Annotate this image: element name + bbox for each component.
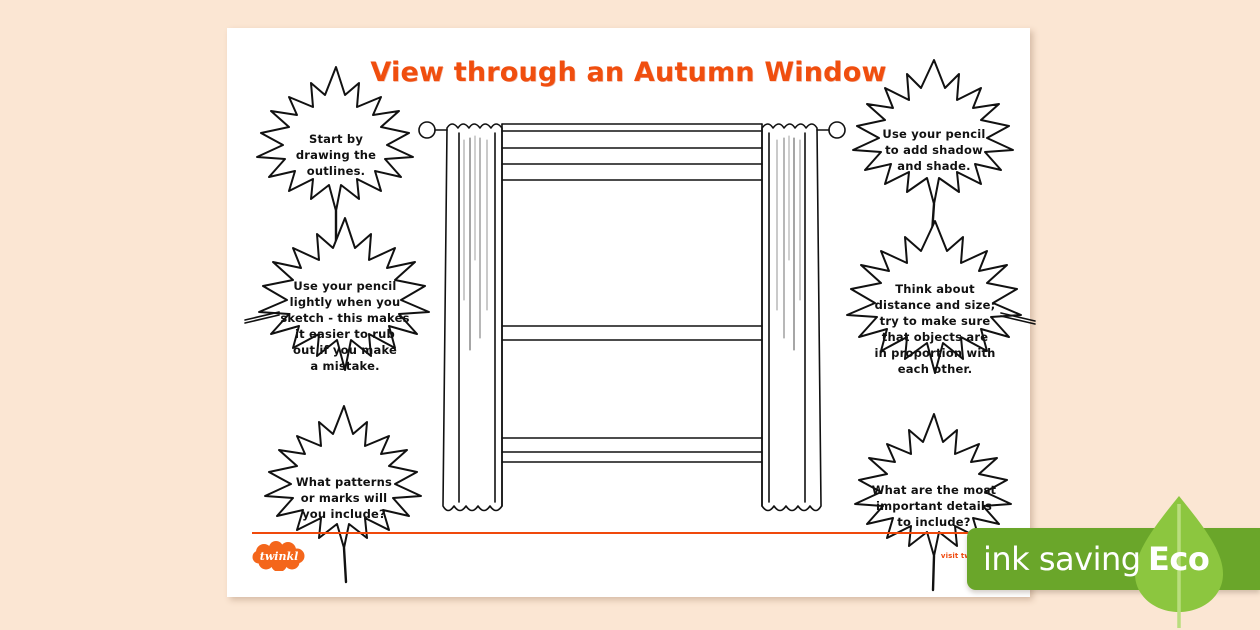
twinkl-logo[interactable]: twinkl: [252, 541, 306, 571]
twinkl-logo-text: twinkl: [260, 550, 299, 563]
leaf-tip-middle-left: Use your pencil lightly when you sketch …: [244, 208, 445, 403]
leaf-tip-top-left: Start by drawing the outlines.: [241, 53, 431, 253]
curtain-rod: [418, 121, 846, 139]
leaf-tip-text: Use your pencil to add shadow and shade.: [882, 127, 986, 173]
eco-label: Eco: [1148, 540, 1210, 578]
worksheet-page: View through an Autumn Window: [227, 28, 1036, 597]
leaf-tip-bottom-right: What are the most important details to i…: [839, 406, 1029, 592]
leaf-tip-text: What patterns or marks will you include?: [295, 475, 393, 521]
leaf-tip-text: Use your pencil lightly when you sketch …: [280, 279, 410, 373]
leaf-tip-bottom-left: What patterns or marks will you include?: [249, 398, 439, 584]
leaf-tip-middle-right: Think about distance and size; try to ma…: [835, 213, 1036, 408]
footer-divider: [252, 532, 1005, 534]
curtain-right: [761, 123, 822, 512]
leaf-tip-text: Start by drawing the outlines.: [295, 132, 377, 178]
leaf-tip-text: What are the most important details to i…: [871, 483, 997, 529]
leaf-tip-text: Think about distance and size; try to ma…: [874, 282, 996, 376]
eco-ink-saving-label: ink saving: [983, 540, 1141, 578]
curtain-left: [442, 123, 503, 512]
window-drawing-artwork: [417, 100, 847, 520]
window-frame: [501, 123, 763, 507]
eco-leaf-icon: [1129, 490, 1229, 630]
page-title: View through an Autumn Window: [370, 57, 887, 88]
ink-saving-eco-badge: ink saving Eco: [967, 496, 1260, 628]
